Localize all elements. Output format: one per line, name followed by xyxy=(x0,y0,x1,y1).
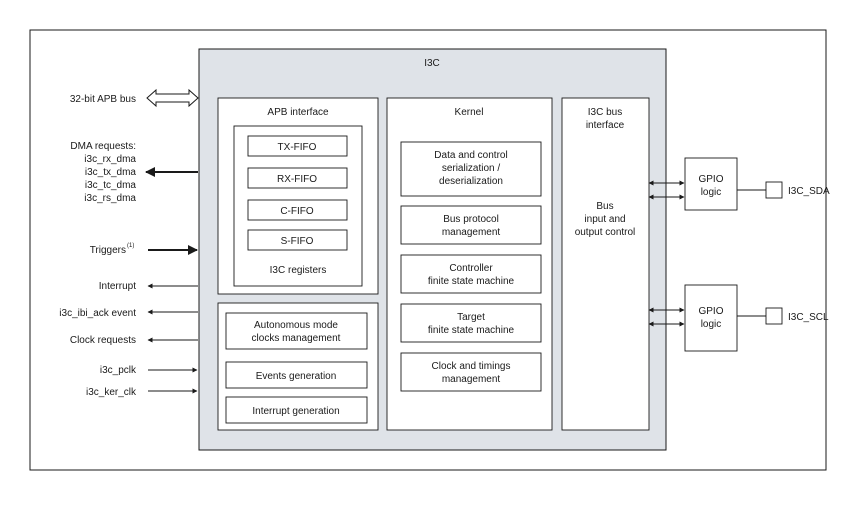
serialization-line1: Data and control xyxy=(434,150,507,161)
autonomous-mode-box xyxy=(225,312,368,350)
controller-fsm-line1: Controller xyxy=(449,263,493,274)
gpio-top-line1: GPIO xyxy=(698,174,723,185)
apb-bus-label: 32-bit APB bus xyxy=(70,94,136,105)
gpio-top-line2: logic xyxy=(701,187,722,198)
bus-interface-title-line2: interface xyxy=(586,120,625,131)
autonomous-mode-label: Autonomous mode xyxy=(254,320,338,331)
target-fsm-box xyxy=(400,303,542,343)
sda-label: I3C_SDA xyxy=(788,186,830,197)
dma-rx-label: i3c_rx_dma xyxy=(84,154,136,165)
dma-tc-label: i3c_tc_dma xyxy=(85,180,137,191)
events-generation-label: Events generation xyxy=(256,371,337,382)
controller-fsm-box xyxy=(400,254,542,294)
clock-requests-label: Clock requests xyxy=(70,335,136,346)
sda-pin xyxy=(765,181,783,199)
tx-fifo-label: TX-FIFO xyxy=(278,142,317,153)
ibi-ack-label: i3c_ibi_ack event xyxy=(59,308,136,319)
gpio-bottom-line1: GPIO xyxy=(698,306,723,317)
serialization-box xyxy=(400,141,542,197)
ker-clk-label: i3c_ker_clk xyxy=(86,387,137,398)
kernel-title: Kernel xyxy=(455,107,484,118)
target-fsm-line2: finite state machine xyxy=(428,325,515,336)
dma-requests-title: DMA requests: xyxy=(70,141,136,152)
rx-fifo-box xyxy=(247,167,348,189)
dma-rs-label: i3c_rs_dma xyxy=(84,193,136,204)
bus-interface-block xyxy=(561,97,650,431)
gpio-bottom-line2: logic xyxy=(701,319,722,330)
clock-timings-line1: Clock and timings xyxy=(432,361,511,372)
controller-fsm-line2: finite state machine xyxy=(428,276,515,287)
interrupt-generation-label: Interrupt generation xyxy=(252,406,339,417)
pclk-label: i3c_pclk xyxy=(100,365,137,376)
s-fifo-box xyxy=(247,229,348,251)
s-fifo-label: S-FIFO xyxy=(281,236,314,247)
apb-bus-arrow xyxy=(146,88,199,108)
scl-label: I3C_SCL xyxy=(788,312,829,323)
scl-pin xyxy=(765,307,783,325)
clocks-management-label: clocks management xyxy=(252,333,341,344)
triggers-label: Triggers xyxy=(90,245,126,256)
i3c-title: I3C xyxy=(424,58,440,69)
target-fsm-line1: Target xyxy=(457,312,485,323)
bus-interface-title-line1: I3C bus xyxy=(588,107,622,118)
interrupt-generation-box xyxy=(225,396,368,424)
bus-control-line2: input and xyxy=(584,214,625,225)
triggers-footnote: (1) xyxy=(127,243,134,249)
bus-protocol-box xyxy=(400,205,542,245)
interrupt-label: Interrupt xyxy=(99,281,136,292)
bus-control-line1: Bus xyxy=(596,201,613,212)
gpio-bottom-box xyxy=(684,284,738,352)
bus-control-line3: output control xyxy=(575,227,636,238)
c-fifo-box xyxy=(247,199,348,221)
i3c-registers-label: I3C registers xyxy=(270,265,327,276)
clock-timings-box xyxy=(400,352,542,392)
bus-protocol-line2: management xyxy=(442,227,501,238)
bus-protocol-line1: Bus protocol xyxy=(443,214,499,225)
dma-tx-label: i3c_tx_dma xyxy=(85,167,137,178)
gpio-top-box xyxy=(684,157,738,211)
tx-fifo-box xyxy=(247,135,348,157)
serialization-line3: deserialization xyxy=(439,176,503,187)
rx-fifo-label: RX-FIFO xyxy=(277,174,317,185)
events-generation-box xyxy=(225,361,368,389)
c-fifo-label: C-FIFO xyxy=(280,206,314,217)
clock-timings-line2: management xyxy=(442,374,501,385)
serialization-line2: serialization / xyxy=(442,163,501,174)
apb-interface-title: APB interface xyxy=(267,107,329,118)
